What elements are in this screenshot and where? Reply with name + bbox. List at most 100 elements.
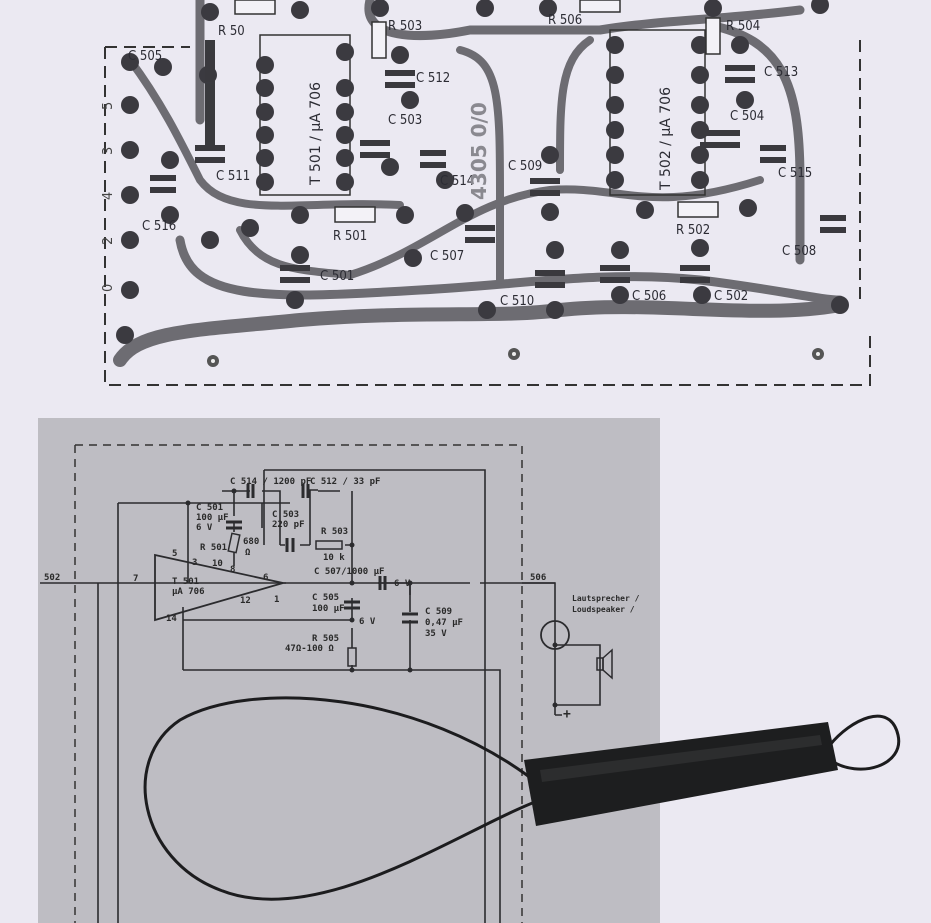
pcb-solder-pad <box>606 146 624 164</box>
pcb-label-c511: C 511 <box>216 169 250 184</box>
pcb-label-c508: C 508 <box>782 244 816 259</box>
pcb-label-c513: C 513 <box>764 65 798 80</box>
pcb-label-c506: C 506 <box>632 289 666 304</box>
sch-pin10: 10 <box>212 559 223 569</box>
sch-r505-b: 47Ω-100 Ω <box>285 644 334 654</box>
pcb-label-c510: C 510 <box>500 294 534 309</box>
sch-t501-a: T 501 <box>172 577 199 587</box>
pcb-solder-pad <box>121 281 139 299</box>
pcb-label-c502: C 502 <box>714 289 748 304</box>
pcb-board-number: 4305 0/0 <box>467 102 491 200</box>
pcb-solder-pad <box>636 201 654 219</box>
pcb-solder-pad <box>381 158 399 176</box>
pcb-solder-pad <box>256 103 274 121</box>
pcb-solder-pad <box>336 149 354 167</box>
sch-r505-a: R 505 <box>312 634 339 644</box>
sch-speaker-a: Lautsprecher / <box>572 594 640 603</box>
pcb-solder-pad <box>121 141 139 159</box>
pcb-solder-pad <box>391 46 409 64</box>
pcb-solder-pad <box>731 36 749 54</box>
pcb-solder-pad <box>201 3 219 21</box>
pcb-solder-pad <box>121 96 139 114</box>
sch-plus: + <box>563 707 571 722</box>
pcb-pin-label: 5 <box>101 102 116 110</box>
pcb-solder-pad <box>606 171 624 189</box>
sch-c509-c: 35 V <box>425 629 447 639</box>
pcb-solder-pad <box>286 291 304 309</box>
pcb-label-t502: T 502 / µA 706 <box>658 87 674 191</box>
sch-c512: C 512 / 33 pF <box>310 477 380 487</box>
pcb-solder-pad <box>121 53 139 71</box>
pcb-solder-pad <box>256 173 274 191</box>
pcb-pin-label: 3 <box>101 147 116 155</box>
sch-r501: R 501 <box>200 543 227 553</box>
pcb-solder-pad <box>161 151 179 169</box>
pcb-label-c507: C 507 <box>430 249 464 264</box>
pcb-solder-pad <box>611 286 629 304</box>
pcb-solder-pad <box>691 66 709 84</box>
pcb-label-c509: C 509 <box>508 159 542 174</box>
pcb-solder-pad <box>811 0 829 14</box>
sch-r503-val: 10 k <box>323 553 345 563</box>
sch-pin7: 7 <box>133 574 138 584</box>
pcb-solder-pad <box>606 96 624 114</box>
pcb-solder-pad <box>606 121 624 139</box>
pcb-solder-pad <box>336 126 354 144</box>
pcb-solder-pad <box>691 146 709 164</box>
pcb-pin-label: 0 <box>101 284 116 292</box>
pcb-solder-pad <box>691 239 709 257</box>
wire-loop-tool <box>143 696 901 901</box>
pcb-label-r506: R 506 <box>548 13 582 28</box>
sch-c501-b: 100 µF <box>196 513 229 523</box>
pcb-label-r501: R 501 <box>333 229 367 244</box>
pcb-label-c516: C 516 <box>142 219 176 234</box>
pcb-label-c515: C 515 <box>778 166 812 181</box>
sch-c505-a: C 505 <box>312 593 339 603</box>
pcb-label-r505: R 50 <box>218 24 245 39</box>
pcb-solder-pad <box>121 231 139 249</box>
sch-pin3: 3 <box>192 558 197 568</box>
pcb-pin-label: 2 <box>101 237 116 245</box>
sch-c507-v: 6 V <box>394 579 411 589</box>
pcb-pin-label: 4 <box>101 192 116 200</box>
pcb-solder-pad <box>256 149 274 167</box>
pcb-solder-pad <box>831 296 849 314</box>
pcb-solder-pad <box>401 91 419 109</box>
pcb-label-r504: R 504 <box>726 19 760 34</box>
sch-r501-val-a: 680 <box>243 537 259 547</box>
pcb-solder-pad <box>476 0 494 17</box>
sch-pin5: 5 <box>172 549 177 559</box>
pcb-solder-pad <box>691 36 709 54</box>
pcb-label-r503: R 503 <box>388 19 422 34</box>
pcb-label-r502: R 502 <box>676 223 710 238</box>
pcb-solder-pad <box>116 326 134 344</box>
sch-c514: C 514 / 1200 pF <box>230 477 311 487</box>
pcb-solder-pad <box>539 0 557 17</box>
pcb-solder-pad <box>541 146 559 164</box>
pcb-label-c512: C 512 <box>416 71 450 86</box>
pcb-solder-pad <box>478 301 496 319</box>
schematic: C 514 / 1200 pF C 512 / 33 pF C 501 100 … <box>38 418 660 923</box>
sch-pin12: 12 <box>240 596 251 606</box>
pcb-solder-pad <box>606 66 624 84</box>
pcb-solder-pad <box>336 173 354 191</box>
pcb-label-c503: C 503 <box>388 113 422 128</box>
sch-c505-c: 6 V <box>359 617 376 627</box>
sch-c509-b: 0,47 µF <box>425 618 463 628</box>
pcb-solder-pad <box>396 206 414 224</box>
pcb-solder-pad <box>256 56 274 74</box>
sch-r503: R 503 <box>321 527 348 537</box>
pcb-solder-pad <box>161 206 179 224</box>
pcb-solder-pad <box>739 199 757 217</box>
pcb-layout: C 505 R 50 R 503 R 506 R 504 C 512 C 513… <box>101 0 871 386</box>
pcb-label-c504: C 504 <box>730 109 764 124</box>
sch-speaker-b: Loudspeaker / <box>572 605 635 614</box>
pcb-solder-pad <box>606 36 624 54</box>
pcb-label-c514: C 514 <box>440 174 474 189</box>
sch-c503-b: 220 pF <box>272 520 305 530</box>
pcb-solder-pad <box>256 79 274 97</box>
pcb-solder-pad <box>546 301 564 319</box>
sch-c509-a: C 509 <box>425 607 452 617</box>
sch-node-out: 506 <box>530 573 546 583</box>
